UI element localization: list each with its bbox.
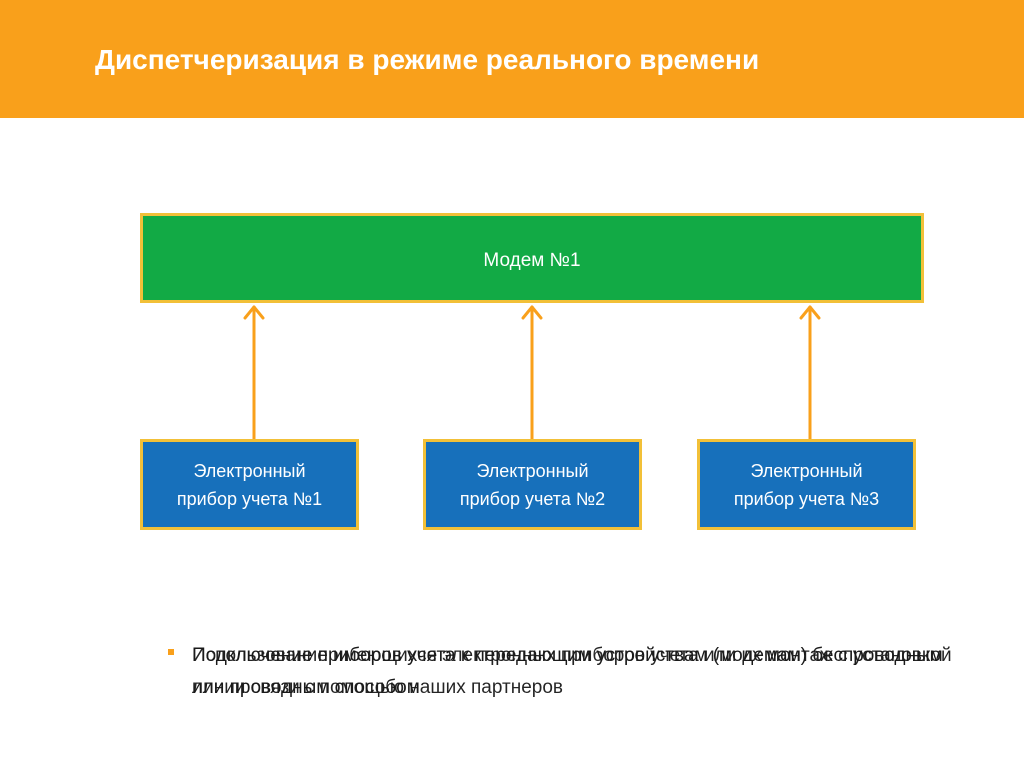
device-3-line2: прибор учета №3 [733, 489, 880, 509]
device-2-line1: Электронный [476, 461, 589, 481]
slide-title: Диспетчеризация в режиме реального време… [95, 44, 760, 75]
device-1-line2: прибор учета №1 [176, 489, 323, 509]
device-3-line1: Электронный [750, 461, 863, 481]
device-box-1: Электронный прибор учета №1 [140, 439, 359, 530]
device-box-3: Электронный прибор учета №3 [697, 439, 916, 530]
modem-label: Модем №1 [483, 250, 581, 271]
arrowhead-2 [521, 305, 543, 320]
bullet-square-icon [168, 649, 174, 655]
device-2-line2: прибор учета №2 [459, 489, 606, 509]
header-bar: Диспетчеризация в режиме реального време… [0, 0, 1024, 118]
bullet-text-1: Подключение приборов учета к передающим … [192, 645, 943, 698]
bullet-text-2: Использование имеющихся электронных приб… [192, 645, 952, 698]
device-box-2: Электронный прибор учета №2 [423, 439, 642, 530]
device-1-line1: Электронный [193, 461, 306, 481]
arrowhead-1 [243, 305, 265, 320]
arrowhead-3 [799, 305, 821, 320]
modem-box: Модем №1 [140, 213, 924, 303]
